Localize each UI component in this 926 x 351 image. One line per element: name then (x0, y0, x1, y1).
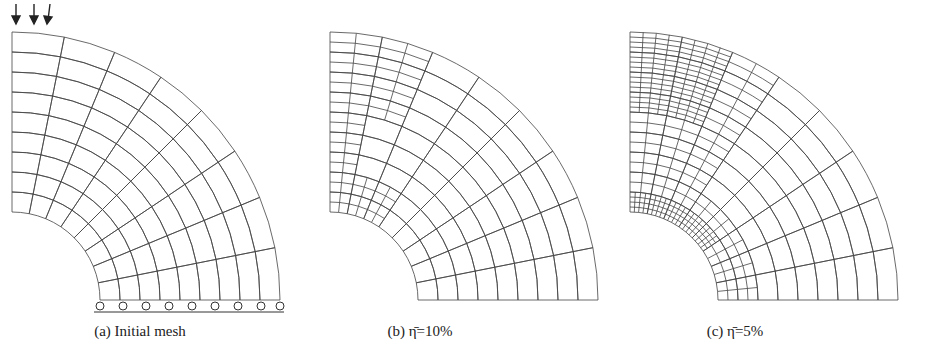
panel-caption: (c) η̄=5% (705, 323, 766, 340)
panel-caption: (a) Initial mesh (92, 323, 188, 340)
panel-caption: (b) η̄=10% (385, 323, 454, 340)
mesh-line (12, 32, 280, 300)
roller-supports (94, 302, 284, 312)
mesh-group (12, 32, 898, 300)
mesh-line (630, 32, 898, 300)
load-arrows (12, 4, 52, 24)
mesh-line (330, 32, 598, 300)
